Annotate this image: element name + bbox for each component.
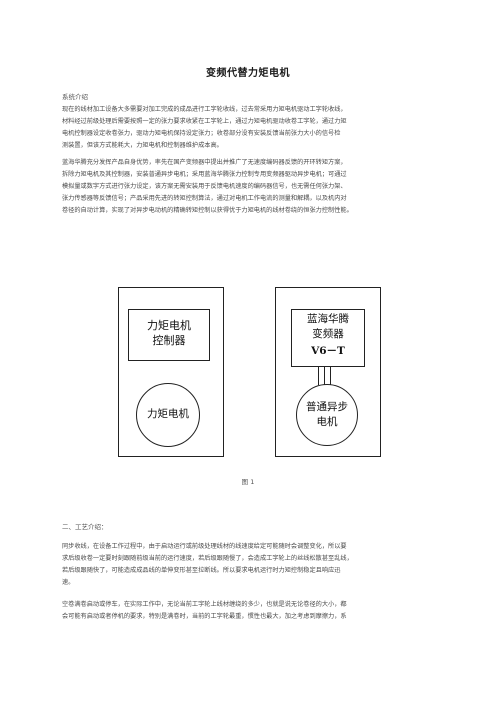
async-motor-label-line1: 普通异步 [306, 401, 348, 413]
inverter-label-line2: 变频器 [312, 328, 344, 340]
text-line: 电机控制器设定收卷张力，驱动力矩电机保持设定张力；收卷部分没有安装反馈当前张力大… [62, 130, 341, 137]
text-line: 材料经过前级处理后需要按照一定的张力要求收紧在工字轮上，通过力矩电机驱动收卷工字… [62, 118, 347, 125]
text-line: 速。 [62, 579, 75, 586]
text-line: 会可能有启动或者停机的要求，特别是满卷时，当前的工字轮最重，惯性也最大，加之考虑… [62, 613, 347, 620]
text-line: 同步收线，在设备工作过程中，由于启动运行或前级处理线材的线速度给定可能随时会调整… [62, 543, 347, 550]
text-line: 拆除力矩电机及其控制器，安装普通异步电机；采用蓝海华腾张力控制专用变频器驱动异步… [62, 171, 347, 178]
text-line: 卷径的自动计算，实现了对异步电动机的精确转矩控制以获得优于力矩电机的线材卷绕的恒… [62, 207, 353, 214]
async-motor-label-line2: 电机 [316, 416, 338, 428]
text-line: 测装置，但该方式能耗大，力矩电机和控制器维护成本高。 [62, 142, 223, 149]
torque-motor-controller-label: 力矩电机 控制器 [147, 319, 191, 347]
connector-line-right [330, 366, 332, 385]
paragraph-intro-1: 现在的线材加工设备大多需要对加工完成的成品进行工字轮收线，过去常采用力矩电机驱动… [62, 104, 435, 152]
text-line: 求后级收卷一定要时刻跟随前级当前的运行速度，若后级跟随慢了，会造成工字轮上的丝线… [62, 555, 353, 562]
figure-1-diagram: 力矩电机 控制器 力矩电机 蓝海华腾 变频器 V6－T 普通异步 电机 [118, 287, 381, 457]
text-line: 张力传感器等反馈信号；产品采用先进的转矩控制算法，通过对电机工作电流的测量和解耦… [62, 195, 347, 202]
inverter-box: 蓝海华腾 变频器 V6－T [291, 309, 365, 367]
section-heading-intro: 系统介绍 [62, 93, 88, 101]
paragraph-intro-2: 蓝海华腾充分发挥产品自身优势，率先在国产变频器中提出并推广了无速度编码器反馈的开… [62, 157, 435, 217]
connector-line-left [318, 366, 320, 385]
text-line: 蓝海华腾充分发挥产品自身优势，率先在国产变频器中提出并推广了无速度编码器反馈的开… [62, 159, 347, 166]
text-line: 若后级跟随快了，可能造成成品线的单伸变形甚至拉断线。所以要求电机运行时力矩控制稳… [62, 567, 341, 574]
connector-line-mid [324, 366, 326, 385]
async-motor-circle: 普通异步 电机 [296, 384, 358, 446]
paragraph-process-2: 空卷满卷启动或停车，在实际工作中，无论当前工字轮上线材缠绕的多少，也就是说无论卷… [62, 599, 435, 623]
text-line: 模拟量或数字方式进行张力设定，该方案无需安装用于反馈电机速度的编码器信号，也无需… [62, 183, 347, 190]
torque-motor-circle: 力矩电机 [136, 383, 200, 447]
torque-motor-controller-box: 力矩电机 控制器 [128, 309, 210, 361]
paragraph-process-1: 同步收线，在设备工作过程中，由于启动运行或前级处理线材的线速度给定可能随时会调整… [62, 541, 435, 589]
figure-caption: 图 1 [241, 478, 255, 486]
text-line: 空卷满卷启动或停车，在实际工作中，无论当前工字轮上线材缠绕的多少，也就是说无论卷… [62, 601, 347, 608]
document-title: 变频代替力矩电机 [206, 68, 290, 79]
text-line: 现在的线材加工设备大多需要对加工完成的成品进行工字轮收线，过去常采用力矩电机驱动… [62, 106, 347, 113]
inverter-label-line1: 蓝海华腾 [307, 313, 349, 325]
section-heading-process: 二、工艺介绍： [62, 523, 108, 531]
torque-motor-label: 力矩电机 [147, 408, 189, 420]
inverter-model: V6－T [311, 345, 345, 357]
